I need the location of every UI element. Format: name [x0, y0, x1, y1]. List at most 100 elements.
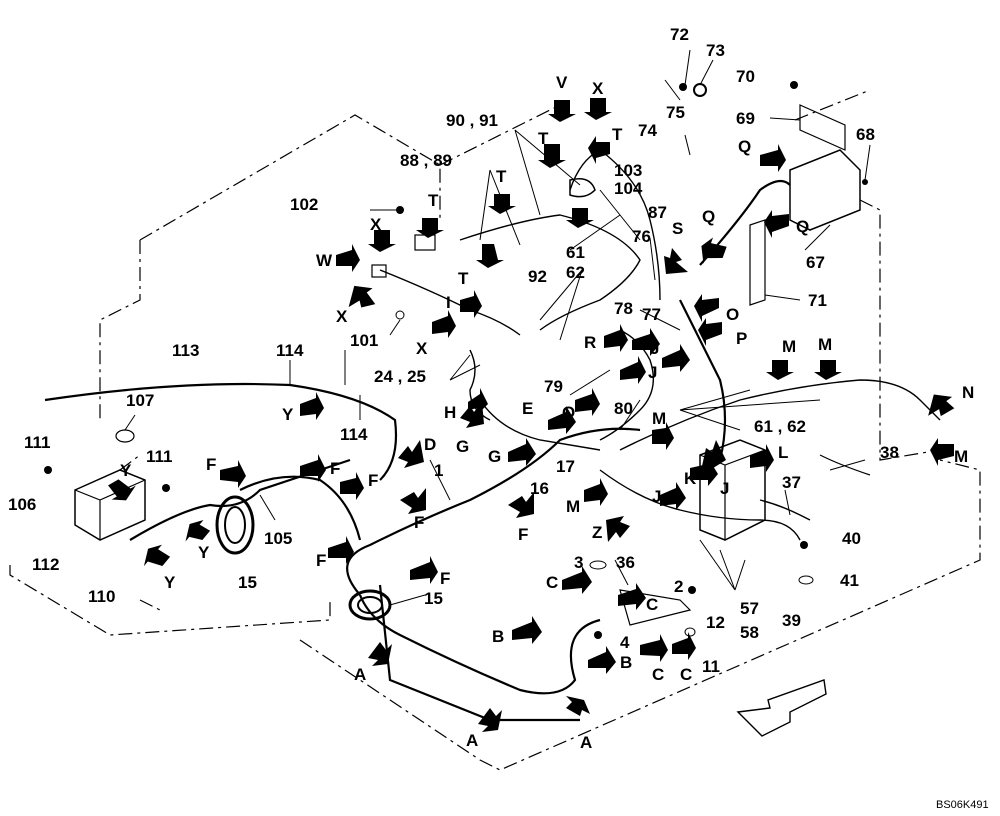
- letter-q-3: Q: [796, 217, 809, 236]
- frame-outline: [9, 89, 981, 771]
- components: [44, 81, 871, 639]
- letter-s: S: [672, 219, 683, 238]
- letter-j-1: J: [650, 339, 659, 358]
- part-90-91: 90 , 91: [446, 111, 498, 130]
- letter-j-2: J: [648, 363, 657, 382]
- arrow-w: [336, 244, 360, 272]
- letter-f-3: F: [368, 471, 378, 490]
- part-40: 40: [842, 529, 861, 548]
- arrow-m4: [930, 438, 954, 466]
- arrow-b1: [512, 616, 542, 644]
- part-38: 38: [880, 443, 899, 462]
- part-15-b: 15: [424, 589, 443, 608]
- part-102: 102: [290, 195, 318, 214]
- part-75: 75: [666, 103, 685, 122]
- letter-j-4: J: [652, 487, 661, 506]
- letter-i: I: [446, 293, 451, 312]
- letter-j-3: J: [720, 479, 729, 498]
- letter-q-2: Q: [702, 207, 715, 226]
- arrow-j2: [620, 356, 646, 384]
- part-74: 74: [638, 121, 657, 140]
- arrow-f7: [508, 492, 534, 518]
- arrow-f1: [220, 460, 246, 488]
- part-16: 16: [530, 479, 549, 498]
- arrow-t4: [538, 144, 566, 168]
- arrow-r: [604, 324, 628, 352]
- part-69: 69: [736, 109, 755, 128]
- arrow-a1: [368, 642, 392, 666]
- arrow-q2: [701, 237, 727, 264]
- part-104: 104: [614, 179, 643, 198]
- letter-o-1: O: [562, 403, 575, 422]
- part-3: 3: [574, 553, 583, 572]
- part-110: 110: [88, 587, 115, 606]
- arrow-c1: [562, 566, 592, 594]
- arrow-l: [750, 444, 774, 472]
- part-72: 72: [670, 25, 689, 44]
- arrow-x4: [432, 310, 456, 338]
- letter-f-4: F: [414, 513, 424, 532]
- part-77: 77: [642, 305, 661, 324]
- letter-x-1: X: [370, 215, 382, 234]
- arrow-g2: [508, 438, 536, 466]
- letter-f-7: F: [518, 525, 528, 544]
- letter-g-2: G: [488, 447, 501, 466]
- letter-u: U: [572, 205, 584, 224]
- letter-y-1: Y: [120, 461, 132, 480]
- arrow-u: [566, 208, 594, 228]
- part-67: 67: [806, 253, 825, 272]
- arrow-c2: [618, 583, 646, 610]
- arrow-h: [468, 388, 488, 414]
- arrow-c3: [640, 634, 668, 662]
- letter-a-2: A: [466, 731, 478, 750]
- part-24-25: 24 , 25: [374, 367, 426, 386]
- arrow-d: [398, 440, 424, 468]
- part-114-a: 114: [276, 341, 304, 360]
- letter-c-2: C: [646, 595, 658, 614]
- part-92: 92: [528, 267, 547, 286]
- letter-l: L: [778, 443, 788, 462]
- part-101: 101: [350, 331, 378, 350]
- arrow-y3: [143, 544, 171, 567]
- part-39: 39: [782, 611, 801, 630]
- part-112: 112: [32, 555, 59, 574]
- arrow-f3: [340, 472, 364, 500]
- part-105: 105: [264, 529, 292, 548]
- letter-c-3: C: [652, 665, 664, 684]
- drawing-code: BS06K491: [936, 799, 989, 811]
- part-58: 58: [740, 623, 759, 642]
- front-direction-arrow: [736, 679, 827, 737]
- part-37: 37: [782, 473, 801, 492]
- letter-h: H: [444, 403, 456, 422]
- part-79: 79: [544, 377, 563, 396]
- reference-arrows: [108, 98, 955, 732]
- letter-r: R: [584, 333, 596, 352]
- arrow-a2: [478, 708, 502, 732]
- letter-b-1: B: [492, 627, 504, 646]
- arrow-p: [698, 318, 722, 346]
- letter-f-5: F: [316, 551, 326, 570]
- part-61: 61: [566, 243, 585, 262]
- letter-c-4: C: [680, 665, 692, 684]
- letter-g-1: G: [456, 437, 469, 456]
- letter-p: P: [736, 329, 747, 348]
- letter-m-2: M: [782, 337, 796, 356]
- part-70: 70: [736, 67, 755, 86]
- letter-a-1: A: [354, 665, 366, 684]
- letter-c-1: C: [546, 573, 558, 592]
- letter-y-3: Y: [164, 573, 176, 592]
- part-80: 80: [614, 399, 633, 418]
- letter-x-3: X: [336, 307, 348, 326]
- arrow-y2: [185, 519, 211, 542]
- part-17: 17: [556, 457, 575, 476]
- part-111-b: 111: [146, 447, 173, 466]
- arrow-m2: [766, 360, 794, 380]
- part-106: 106: [8, 495, 36, 514]
- part-88-89: 88 , 89: [400, 151, 452, 170]
- letter-t-3: T: [458, 269, 469, 288]
- arrow-j5: [660, 482, 686, 510]
- letter-k: K: [684, 469, 697, 488]
- arrow-a3: [566, 696, 590, 716]
